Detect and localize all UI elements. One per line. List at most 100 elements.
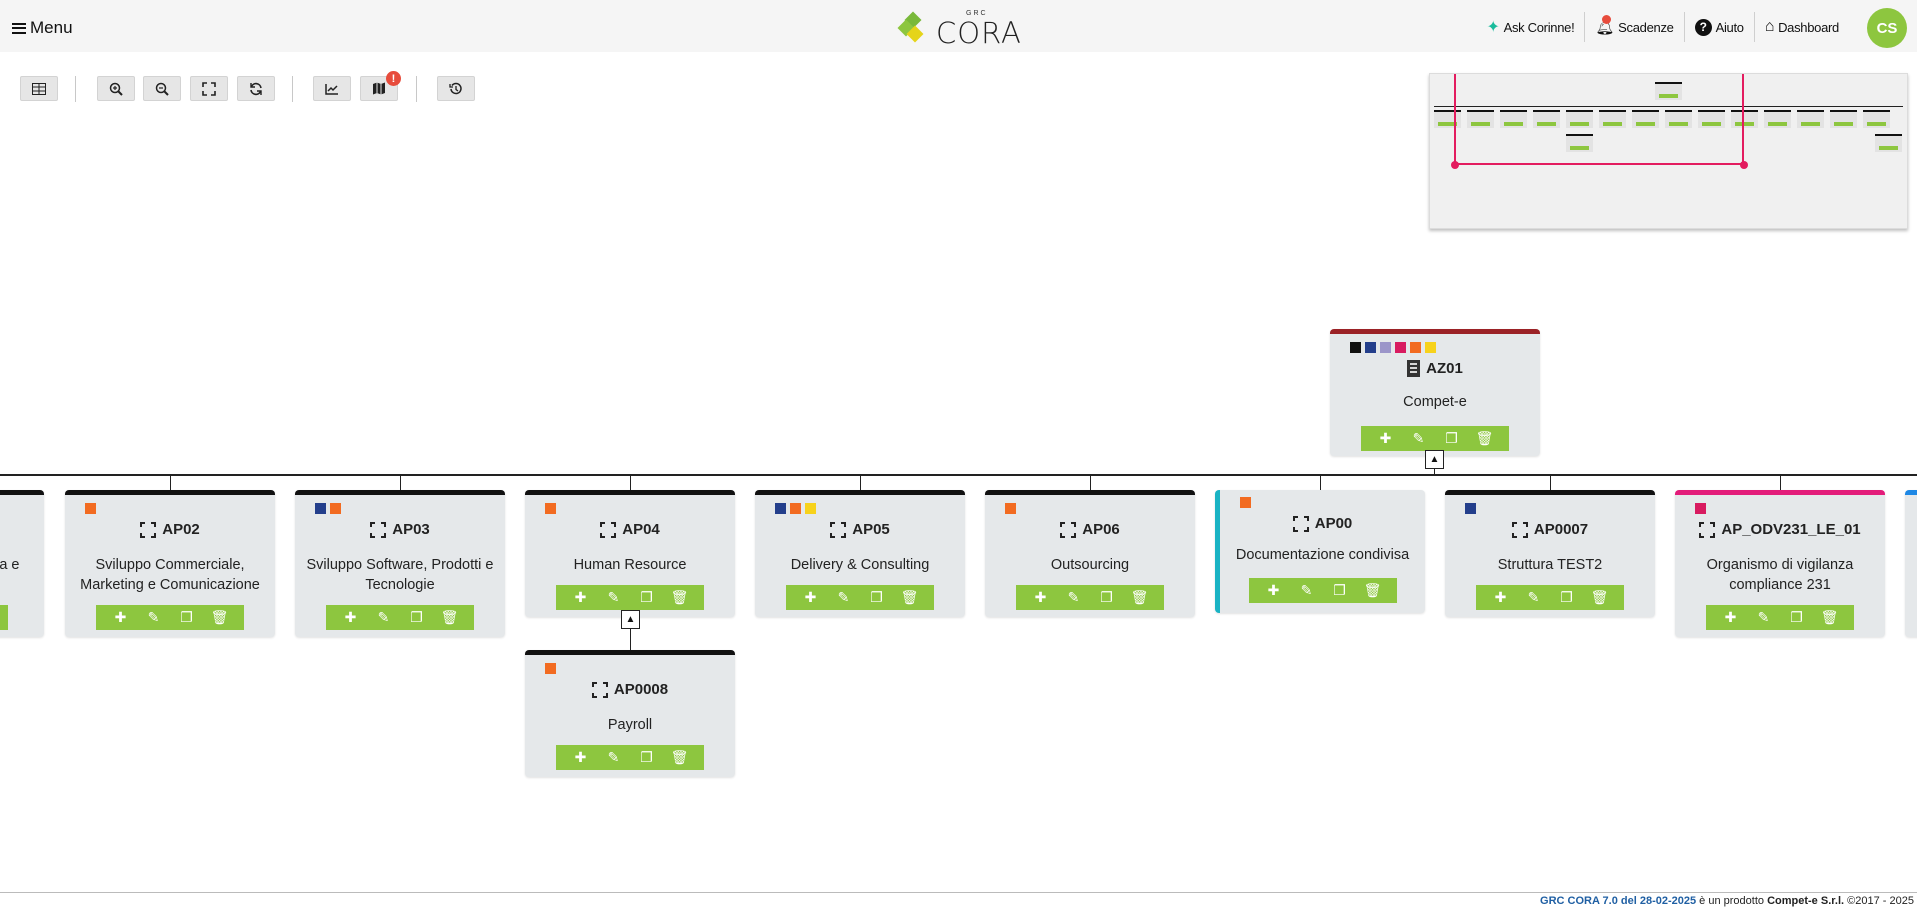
copy-icon[interactable]: ❐ — [1333, 582, 1346, 598]
focus-frame-icon — [1292, 515, 1309, 532]
zoom-out-button[interactable] — [143, 76, 181, 101]
copy-icon[interactable]: ❐ — [1560, 589, 1573, 605]
edit-icon[interactable]: ✎ — [837, 589, 850, 605]
trash-icon[interactable]: 🗑︎ — [1130, 589, 1149, 605]
minimap-viewport[interactable] — [1454, 74, 1744, 165]
edit-icon[interactable]: ✎ — [1300, 582, 1313, 598]
edit-icon[interactable]: ✎ — [1412, 430, 1425, 446]
deadlines-link[interactable]: 🔔︎ Scadenze — [1585, 12, 1683, 42]
node-tags — [775, 503, 816, 514]
node-name: Outsourcing — [1050, 557, 1130, 573]
org-node[interactable] — [1905, 490, 1917, 637]
trash-icon[interactable]: 🗑︎ — [900, 589, 919, 605]
logo-big-text: CORA — [936, 16, 1022, 50]
refresh-button[interactable] — [237, 76, 275, 101]
add-icon[interactable]: ✚ — [1379, 430, 1392, 446]
org-node[interactable]: AP04 Human Resource ✚ ✎ ❐ 🗑︎ — [525, 490, 735, 617]
edit-icon[interactable]: ✎ — [607, 749, 620, 765]
add-icon[interactable]: ✚ — [344, 609, 357, 625]
node-code-text: AP0007 — [1533, 521, 1589, 538]
collapse-toggle[interactable]: ▲ — [1425, 450, 1444, 469]
table-view-button[interactable] — [20, 76, 58, 101]
node-code-text: AP05 — [852, 521, 890, 538]
node-actions: ✚ ✎ ❐ 🗑︎ — [326, 605, 474, 630]
add-icon[interactable]: ✚ — [574, 589, 587, 605]
node-tags — [1465, 503, 1476, 514]
copy-icon[interactable]: ❐ — [870, 589, 883, 605]
org-node[interactable]: AP0008 Payroll ✚ ✎ ❐ 🗑︎ — [525, 650, 735, 777]
home-icon: ⌂ — [1764, 18, 1775, 35]
node-name: Sviluppo Software, Prodotti e Tecnologie — [306, 557, 494, 593]
tag-swatch — [1425, 342, 1436, 353]
expand-icon — [202, 81, 216, 96]
zoom-in-button[interactable] — [97, 76, 135, 101]
notification-dot — [1602, 15, 1612, 24]
copy-icon[interactable]: ❐ — [640, 749, 653, 765]
app-logo[interactable]: GRC CORA — [897, 10, 1021, 50]
trash-icon[interactable]: 🗑︎ — [210, 609, 229, 625]
tag-swatch — [1350, 342, 1361, 353]
trash-icon[interactable]: 🗑︎ — [1590, 589, 1609, 605]
trash-icon[interactable]: 🗑︎ — [670, 749, 689, 765]
minimap[interactable] — [1429, 73, 1908, 229]
edit-icon[interactable]: ✎ — [1527, 589, 1540, 605]
chart-button[interactable] — [313, 76, 351, 101]
org-node[interactable]: AP_ODV231_LE_01 Organismo di vigilanza c… — [1675, 490, 1885, 637]
node-code: AP0008 — [525, 681, 735, 698]
tag-swatch — [315, 503, 326, 514]
copy-icon[interactable]: ❐ — [410, 609, 423, 625]
trash-icon[interactable]: 🗑︎ — [1475, 430, 1494, 446]
logo-small-text: GRC — [966, 10, 988, 17]
edit-icon[interactable]: ✎ — [1067, 589, 1080, 605]
map-button[interactable]: ! — [360, 71, 401, 101]
collapse-toggle[interactable]: ▲ — [621, 610, 640, 629]
minimap-handle[interactable] — [1451, 161, 1459, 169]
trash-icon[interactable]: 🗑︎ — [1363, 582, 1382, 598]
ask-corinne-link[interactable]: ✦ Ask Corinne! — [1476, 12, 1584, 42]
edit-icon[interactable]: ✎ — [377, 609, 390, 625]
footer-divider — [0, 892, 1917, 893]
help-link[interactable]: ? Aiuto — [1685, 12, 1754, 42]
deadlines-label: Scadenze — [1618, 19, 1674, 35]
footer-version: GRC CORA 7.0 del 28-02-2025 — [1540, 895, 1697, 907]
copy-icon[interactable]: ❐ — [640, 589, 653, 605]
table-icon — [32, 82, 46, 95]
focus-frame-icon — [140, 521, 157, 538]
minimap-node — [1764, 110, 1791, 128]
menu-button[interactable]: Menu — [12, 18, 73, 38]
org-node[interactable]: AP0007 Struttura TEST2 ✚ ✎ ❐ 🗑︎ — [1445, 490, 1655, 617]
add-icon[interactable]: ✚ — [804, 589, 817, 605]
add-icon[interactable]: ✚ — [1267, 582, 1280, 598]
trash-icon[interactable]: 🗑︎ — [1820, 609, 1839, 625]
org-node-root[interactable]: AZ01 Compet-e ✚ ✎ ❐ 🗑︎ — [1330, 329, 1540, 456]
edit-icon[interactable]: ✎ — [1757, 609, 1770, 625]
tree-connector — [630, 622, 631, 652]
dashboard-link[interactable]: ⌂ Dashboard — [1755, 12, 1849, 42]
copy-icon[interactable]: ❐ — [180, 609, 193, 625]
add-icon[interactable]: ✚ — [1494, 589, 1507, 605]
trash-icon[interactable]: 🗑︎ — [440, 609, 459, 625]
add-icon[interactable]: ✚ — [574, 749, 587, 765]
add-icon[interactable]: ✚ — [1034, 589, 1047, 605]
org-node[interactable]: AP05 Delivery & Consulting ✚ ✎ ❐ 🗑︎ — [755, 490, 965, 617]
org-node[interactable]: AP06 Outsourcing ✚ ✎ ❐ 🗑︎ — [985, 490, 1195, 617]
trash-icon[interactable]: 🗑︎ — [670, 589, 689, 605]
user-avatar[interactable]: CS — [1867, 8, 1907, 48]
fit-screen-button[interactable] — [190, 76, 228, 101]
minimap-handle[interactable] — [1740, 161, 1748, 169]
org-node[interactable]: nza e ✚ ✎ ❐ 🗑︎ — [0, 490, 44, 637]
focus-frame-icon — [830, 521, 847, 538]
edit-icon[interactable]: ✎ — [147, 609, 160, 625]
history-button[interactable] — [437, 76, 475, 101]
org-node[interactable]: AP03 Sviluppo Software, Prodotti e Tecno… — [295, 490, 505, 637]
org-node[interactable]: AP02 Sviluppo Commerciale, Marketing e C… — [65, 490, 275, 637]
copy-icon[interactable]: ❐ — [1790, 609, 1803, 625]
add-icon[interactable]: ✚ — [1724, 609, 1737, 625]
org-node[interactable]: AP00 Documentazione condivisa ✚ ✎ ❐ 🗑︎ — [1215, 490, 1425, 613]
bell-icon: 🔔︎ — [1595, 15, 1614, 36]
copy-icon[interactable]: ❐ — [1445, 430, 1458, 446]
node-name: Struttura TEST2 — [1497, 557, 1603, 573]
add-icon[interactable]: ✚ — [114, 609, 127, 625]
edit-icon[interactable]: ✎ — [607, 589, 620, 605]
copy-icon[interactable]: ❐ — [1100, 589, 1113, 605]
